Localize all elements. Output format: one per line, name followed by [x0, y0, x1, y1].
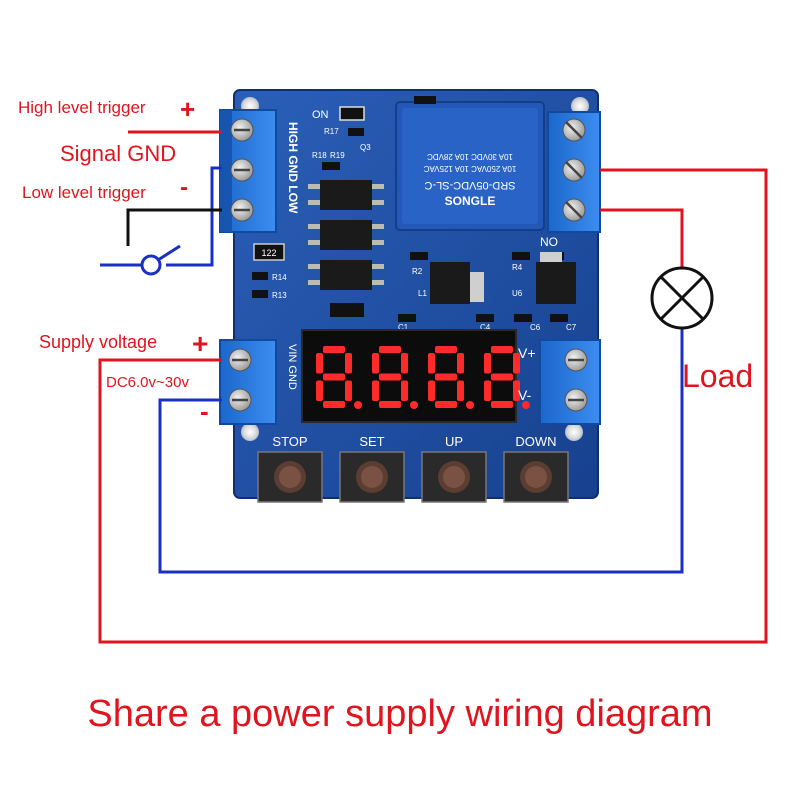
component-label: R19	[330, 151, 345, 160]
supply-voltage-label: Supply voltage	[39, 332, 158, 352]
supply-positive-wire	[98, 168, 768, 644]
component-label: C7	[566, 323, 577, 332]
up-button-label: UP	[445, 434, 463, 449]
mounting-hole	[571, 97, 589, 115]
down-button-label: DOWN	[515, 434, 556, 449]
display-segment	[491, 401, 513, 408]
display-decimal-point	[522, 401, 530, 409]
on-label: ON	[312, 109, 329, 121]
input-terminal-label: HIGH GND LOW	[286, 122, 300, 214]
wiring	[98, 130, 768, 644]
display-segment	[316, 380, 323, 401]
display-segment	[435, 373, 457, 381]
signal-gnd-label: Signal GND	[60, 141, 177, 166]
caption: Share a power supply wiring diagram	[87, 693, 713, 735]
mounting-hole	[565, 423, 583, 441]
display-segment	[491, 346, 513, 353]
display-segment	[345, 380, 352, 401]
component-label: R2	[412, 267, 423, 276]
optocouplers	[308, 180, 384, 290]
display-segment	[401, 380, 408, 401]
switch-lever	[157, 244, 181, 262]
component-label: R4	[512, 263, 523, 272]
display-segment	[491, 373, 513, 381]
component-label: U6	[512, 289, 523, 298]
relay-model-text: SRD-05VDC-SL-C	[424, 179, 515, 191]
display-segment	[323, 346, 345, 353]
power-terminal-block	[219, 339, 277, 425]
display-segment	[435, 346, 457, 353]
dc-range-label: DC6.0v~30v	[106, 374, 189, 391]
v-plus-label: V+	[518, 345, 536, 361]
load-return-wire	[158, 328, 684, 574]
up-button[interactable]: UP	[421, 434, 487, 503]
relay-rating-text: 10A 250VAC 10A 125VAC	[423, 164, 516, 173]
mounting-hole	[241, 423, 259, 441]
relay-module-board: SRD-05VDC-SL-C 10A 250VAC 10A 125VAC 10A…	[219, 89, 601, 503]
component-label: C4	[480, 323, 491, 332]
low-trigger-wire	[126, 208, 222, 246]
display-segment	[379, 346, 401, 353]
component-label: R18	[312, 151, 327, 160]
load-label: Load	[682, 358, 754, 394]
component-label: R17	[324, 127, 339, 136]
low-level-trigger-label: Low level trigger	[22, 183, 146, 202]
display-segment	[323, 401, 345, 408]
component-label: R14	[272, 273, 287, 282]
v-minus-label: V-	[518, 387, 532, 403]
output-terminal-block	[539, 339, 601, 425]
set-button[interactable]: SET	[339, 434, 405, 503]
switch-contact	[140, 254, 162, 276]
relay-output-terminal-block	[547, 111, 601, 233]
display-segment	[345, 353, 352, 374]
display-segment	[457, 353, 464, 374]
no-label: NO	[540, 235, 558, 249]
display-decimal-point	[354, 401, 362, 409]
display-decimal-point	[410, 401, 418, 409]
display-segment	[372, 380, 379, 401]
supply-minus-sign: -	[200, 396, 209, 426]
display-segment	[513, 380, 520, 401]
relay-brand-text: SONGLE	[445, 194, 496, 208]
relay-rating-text: 10A 30VDC 10A 28VDC	[427, 152, 513, 161]
display-segment	[513, 353, 520, 374]
relay-to-load-wire	[600, 208, 684, 268]
stop-button[interactable]: STOP	[257, 434, 323, 503]
display-segment	[428, 380, 435, 401]
set-button-label: SET	[359, 434, 384, 449]
input-terminal-block	[219, 109, 277, 233]
display-segment	[435, 401, 457, 408]
display-segment	[401, 353, 408, 374]
high-level-trigger-label: High level trigger	[18, 98, 146, 117]
display-segment	[457, 380, 464, 401]
component-label: L1	[418, 289, 427, 298]
component-label: C6	[530, 323, 541, 332]
display-segment	[484, 380, 491, 401]
display-segment	[379, 401, 401, 408]
component-label: R13	[272, 291, 287, 300]
display-segment	[379, 373, 401, 381]
display-segment	[372, 353, 379, 374]
display-segment	[323, 373, 345, 381]
component-label: C1	[398, 323, 409, 332]
display-segment	[484, 353, 491, 374]
seven-segment-display	[301, 329, 530, 423]
low-trigger-minus-sign: -	[180, 174, 188, 201]
load-lamp-icon	[650, 266, 714, 330]
display-segment	[316, 353, 323, 374]
stop-button-label: STOP	[272, 434, 307, 449]
power-terminal-label: VIN GND	[286, 344, 298, 390]
high-trigger-plus-sign: +	[180, 94, 196, 124]
button-row: STOP SET UP DOWN	[257, 434, 569, 503]
signal-gnd-wire	[166, 166, 222, 267]
voltage-regulators	[430, 252, 576, 304]
component-label: Q3	[360, 143, 371, 152]
resistor-label: 122	[261, 248, 276, 258]
relay: SRD-05VDC-SL-C 10A 250VAC 10A 125VAC 10A…	[395, 101, 545, 231]
display-segment	[428, 353, 435, 374]
supply-plus-sign: +	[192, 328, 209, 359]
display-decimal-point	[466, 401, 474, 409]
down-button[interactable]: DOWN	[503, 434, 569, 503]
